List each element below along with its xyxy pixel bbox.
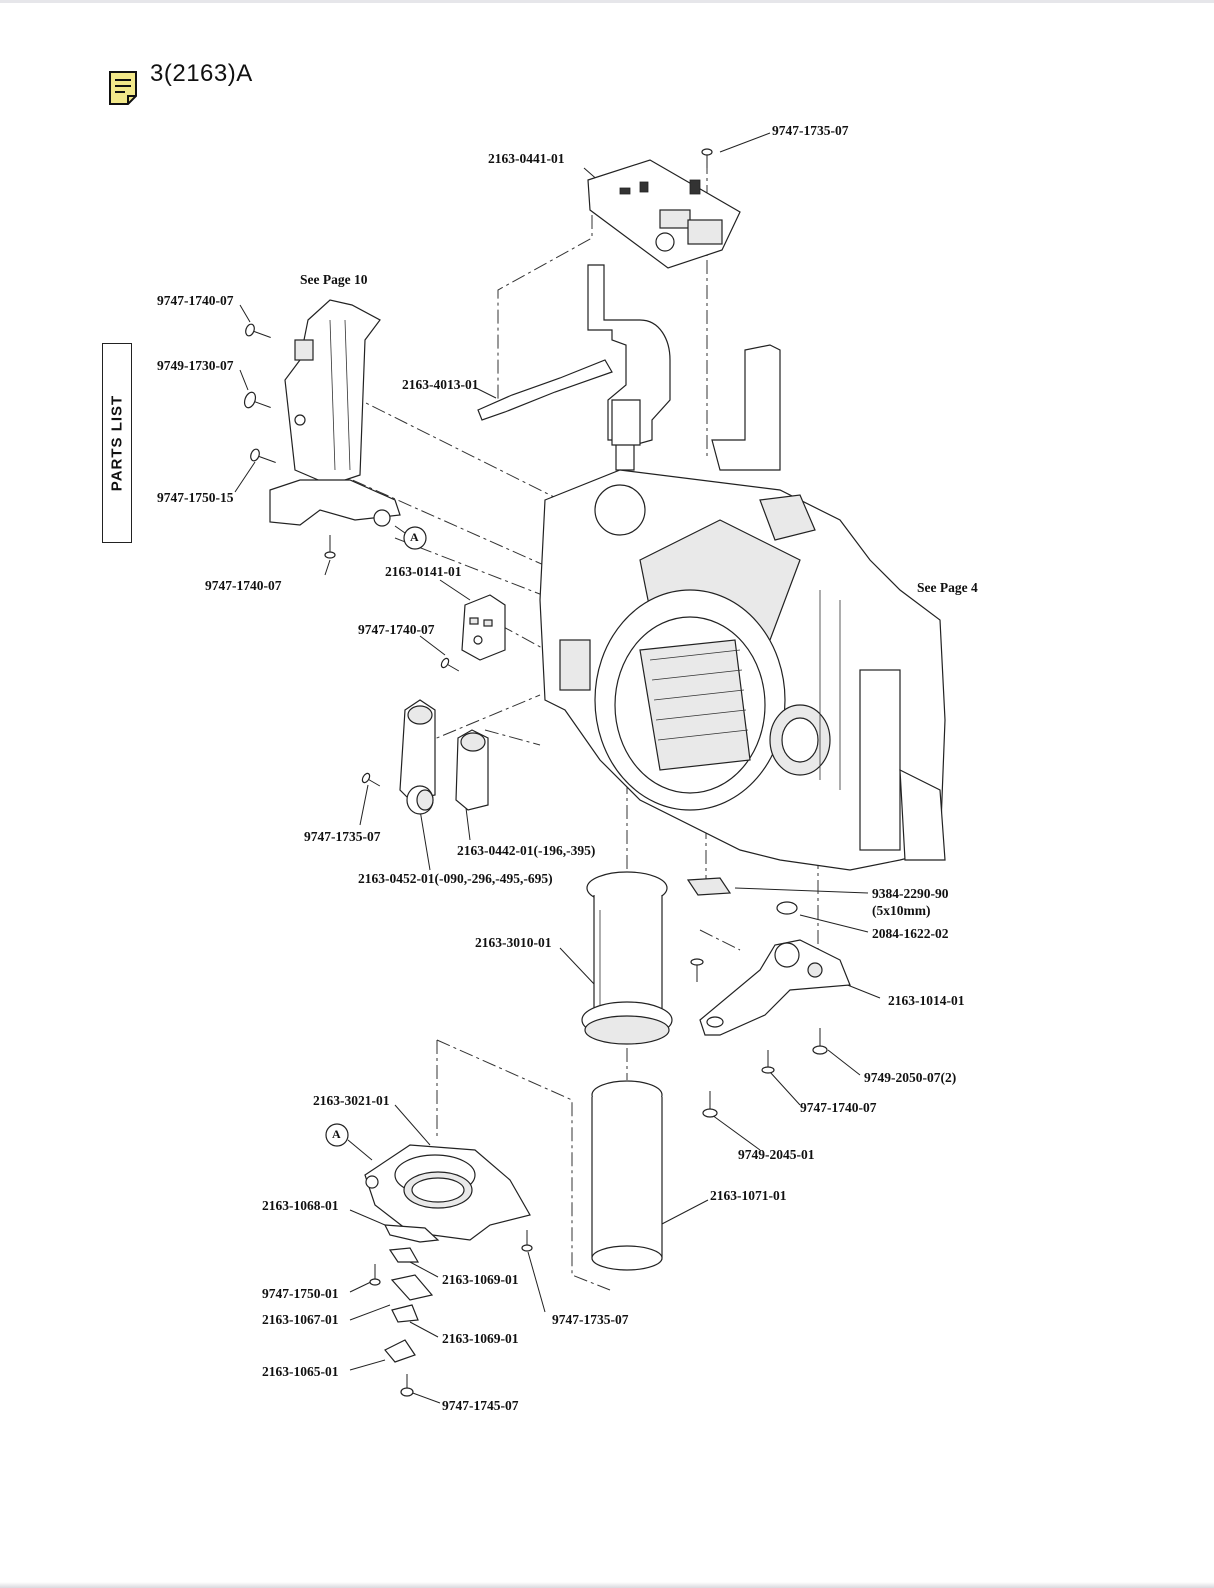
bottom-plate [699, 939, 851, 1036]
part-label: 9749-2050-07(2) [864, 1070, 957, 1085]
page-title: 3(2163)A [150, 60, 253, 87]
part-label: 2163-1069-01 [442, 1272, 519, 1287]
mount-assembly [364, 1144, 531, 1241]
button-modules [399, 699, 489, 815]
part-label: 2163-1065-01 [262, 1364, 339, 1379]
left-bracket-assembly [269, 299, 401, 527]
callout-a-bottom [325, 1123, 373, 1161]
camera-body [539, 469, 946, 871]
part-label: 2163-0141-01 [385, 564, 462, 579]
part-label: 9747-1750-15 [157, 490, 234, 505]
small-levers [383, 1224, 440, 1363]
tape-piece [686, 877, 732, 896]
part-label: 9747-1735-07 [772, 123, 849, 138]
see-page-4-label: See Page 4 [917, 580, 978, 595]
part-label: 2163-1069-01 [442, 1331, 519, 1346]
note-icon [109, 71, 137, 105]
bottom-border [0, 1582, 1214, 1588]
part-label: 9384-2290-90 [872, 886, 949, 901]
part-label: 2163-0452-01(-090,-296,-495,-695) [358, 871, 553, 886]
part-label: 2163-4013-01 [402, 377, 479, 392]
part-label: 9747-1735-07 [552, 1312, 629, 1327]
part-label: 9749-1730-07 [157, 358, 234, 373]
part-label: 9747-1735-07 [304, 829, 381, 844]
part-label: 9747-1750-01 [262, 1286, 339, 1301]
part-label: (5x10mm) [872, 903, 931, 918]
screws [243, 148, 828, 1397]
part-label: 2084-1622-02 [872, 926, 949, 941]
part-label: 9749-2045-01 [738, 1147, 815, 1162]
disc-part [776, 901, 798, 915]
part-label: 2163-3021-01 [313, 1093, 390, 1108]
top-border [0, 0, 1214, 3]
lens-tube [581, 871, 673, 1045]
part-label: 2163-1071-01 [710, 1188, 787, 1203]
part-label: 2163-1068-01 [262, 1198, 339, 1213]
leader-lines [234, 132, 881, 1404]
part-label: 2163-0442-01(-196,-395) [457, 843, 596, 858]
part-label: 9747-1740-07 [157, 293, 234, 308]
part-label: 9747-1740-07 [800, 1100, 877, 1115]
callout-a-top [394, 525, 427, 550]
callout-a-label-top: A [410, 530, 419, 544]
part-label: 9747-1740-07 [205, 578, 282, 593]
part-label: 2163-1014-01 [888, 993, 965, 1008]
pcb-board [587, 159, 741, 269]
outer-tube [591, 1080, 663, 1271]
parts-list-tab[interactable]: PARTS LIST [102, 343, 132, 543]
mirror-box-lines [649, 649, 749, 741]
flex-cable [477, 359, 613, 421]
part-label: 2163-0441-01 [488, 151, 565, 166]
flex-circuit [587, 264, 671, 471]
part-label: 9747-1745-07 [442, 1398, 519, 1413]
switch-module [461, 594, 506, 661]
part-label: 9747-1740-07 [358, 622, 435, 637]
see-page-10-label: See Page 10 [300, 272, 368, 287]
callout-a-label-bottom: A [332, 1127, 341, 1141]
part-label: 2163-3010-01 [475, 935, 552, 950]
part-label: 2163-1067-01 [262, 1312, 339, 1327]
